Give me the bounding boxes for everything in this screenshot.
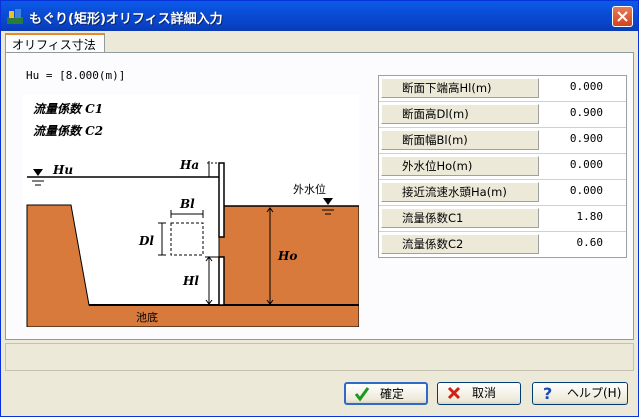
title-bar[interactable]: もぐり(矩形)オリフィス詳細入力 — [1, 1, 638, 31]
parameter-grid: 断面下端高Hl(m) 0.000 断面高Dl(m) 0.900 断面幅Bl(m)… — [378, 75, 627, 258]
diagram-ho-label: Ho — [277, 249, 297, 263]
param-value[interactable]: 0.60 — [576, 236, 604, 249]
param-row-bl[interactable]: 断面幅Bl(m) 0.900 — [379, 128, 626, 154]
param-row-ha[interactable]: 接近流速水頭Ha(m) 0.000 — [379, 180, 626, 206]
param-row-hl[interactable]: 断面下端高Hl(m) 0.000 — [379, 76, 626, 102]
gate-lower — [218, 256, 225, 306]
param-label: 流量係数C1 — [381, 208, 539, 228]
cross-icon — [447, 386, 461, 400]
svg-text:?: ? — [543, 385, 552, 401]
help-button[interactable]: ? ヘルプ(H) — [532, 382, 628, 405]
param-label: 断面下端高Hl(m) — [381, 78, 539, 98]
ok-button[interactable]: 確定 — [344, 382, 428, 405]
param-label: 断面幅Bl(m) — [381, 130, 539, 150]
diagram-pond-bottom-label: 池底 — [136, 310, 158, 324]
diagram-ha-label: Ha — [179, 158, 199, 172]
help-icon: ? — [543, 385, 552, 401]
param-label: 断面高Dl(m) — [381, 104, 539, 124]
help-button-label: ヘルプ(H) — [567, 386, 622, 400]
param-row-ho[interactable]: 外水位Ho(m) 0.000 — [379, 154, 626, 180]
orifice-diagram: 流量係数 C1 流量係数 C2 Hu 外水位 Ha — [23, 95, 359, 327]
param-value[interactable]: 0.000 — [569, 80, 603, 93]
checkmark-icon — [354, 387, 370, 402]
param-value[interactable]: 0.000 — [569, 158, 603, 171]
param-value[interactable]: 0.900 — [569, 106, 603, 119]
tab-strip: オリフィス寸法 — [5, 33, 634, 55]
param-value[interactable]: 1.80 — [576, 210, 604, 223]
diagram-bl-label: Bl — [179, 197, 195, 211]
inner-water-marker — [33, 169, 43, 176]
hu-display: Hu = [8.000(m)] — [26, 69, 126, 82]
window-title: もぐり(矩形)オリフィス詳細入力 — [29, 12, 223, 27]
param-value[interactable]: 0.000 — [569, 184, 603, 197]
param-row-c2[interactable]: 流量係数C2 0.60 — [379, 232, 626, 257]
app-icon — [7, 9, 23, 24]
close-button[interactable] — [612, 6, 633, 27]
cancel-button-label: 取消 — [472, 386, 497, 400]
orifice-opening — [170, 222, 204, 256]
gate-upper — [218, 162, 225, 238]
diagram-dl-label: Dl — [138, 234, 154, 248]
diagram-hu-label: Hu — [52, 163, 73, 177]
outer-water-marker — [323, 198, 333, 205]
param-row-dl[interactable]: 断面高Dl(m) 0.900 — [379, 102, 626, 128]
status-bar — [5, 343, 634, 371]
param-label: 流量係数C2 — [381, 234, 539, 254]
tab-orifice-dimensions[interactable]: オリフィス寸法 — [5, 33, 105, 55]
param-label: 外水位Ho(m) — [381, 156, 539, 176]
param-label: 接近流速水頭Ha(m) — [381, 182, 539, 202]
ok-button-label: 確定 — [380, 387, 405, 401]
cancel-button[interactable]: 取消 — [437, 382, 521, 405]
diagram-coef1-label: 流量係数 C1 — [33, 102, 103, 116]
param-value[interactable]: 0.900 — [569, 132, 603, 145]
close-icon — [617, 11, 628, 22]
diagram-outer-level-label: 外水位 — [293, 182, 326, 196]
diagram-coef2-label: 流量係数 C2 — [33, 124, 103, 138]
tab-panel: Hu = [8.000(m)] 流量係数 C1 流量係数 C2 Hu 外水位 — [5, 52, 634, 340]
param-row-c1[interactable]: 流量係数C1 1.80 — [379, 206, 626, 232]
diagram-hl-label: Hl — [182, 274, 199, 288]
